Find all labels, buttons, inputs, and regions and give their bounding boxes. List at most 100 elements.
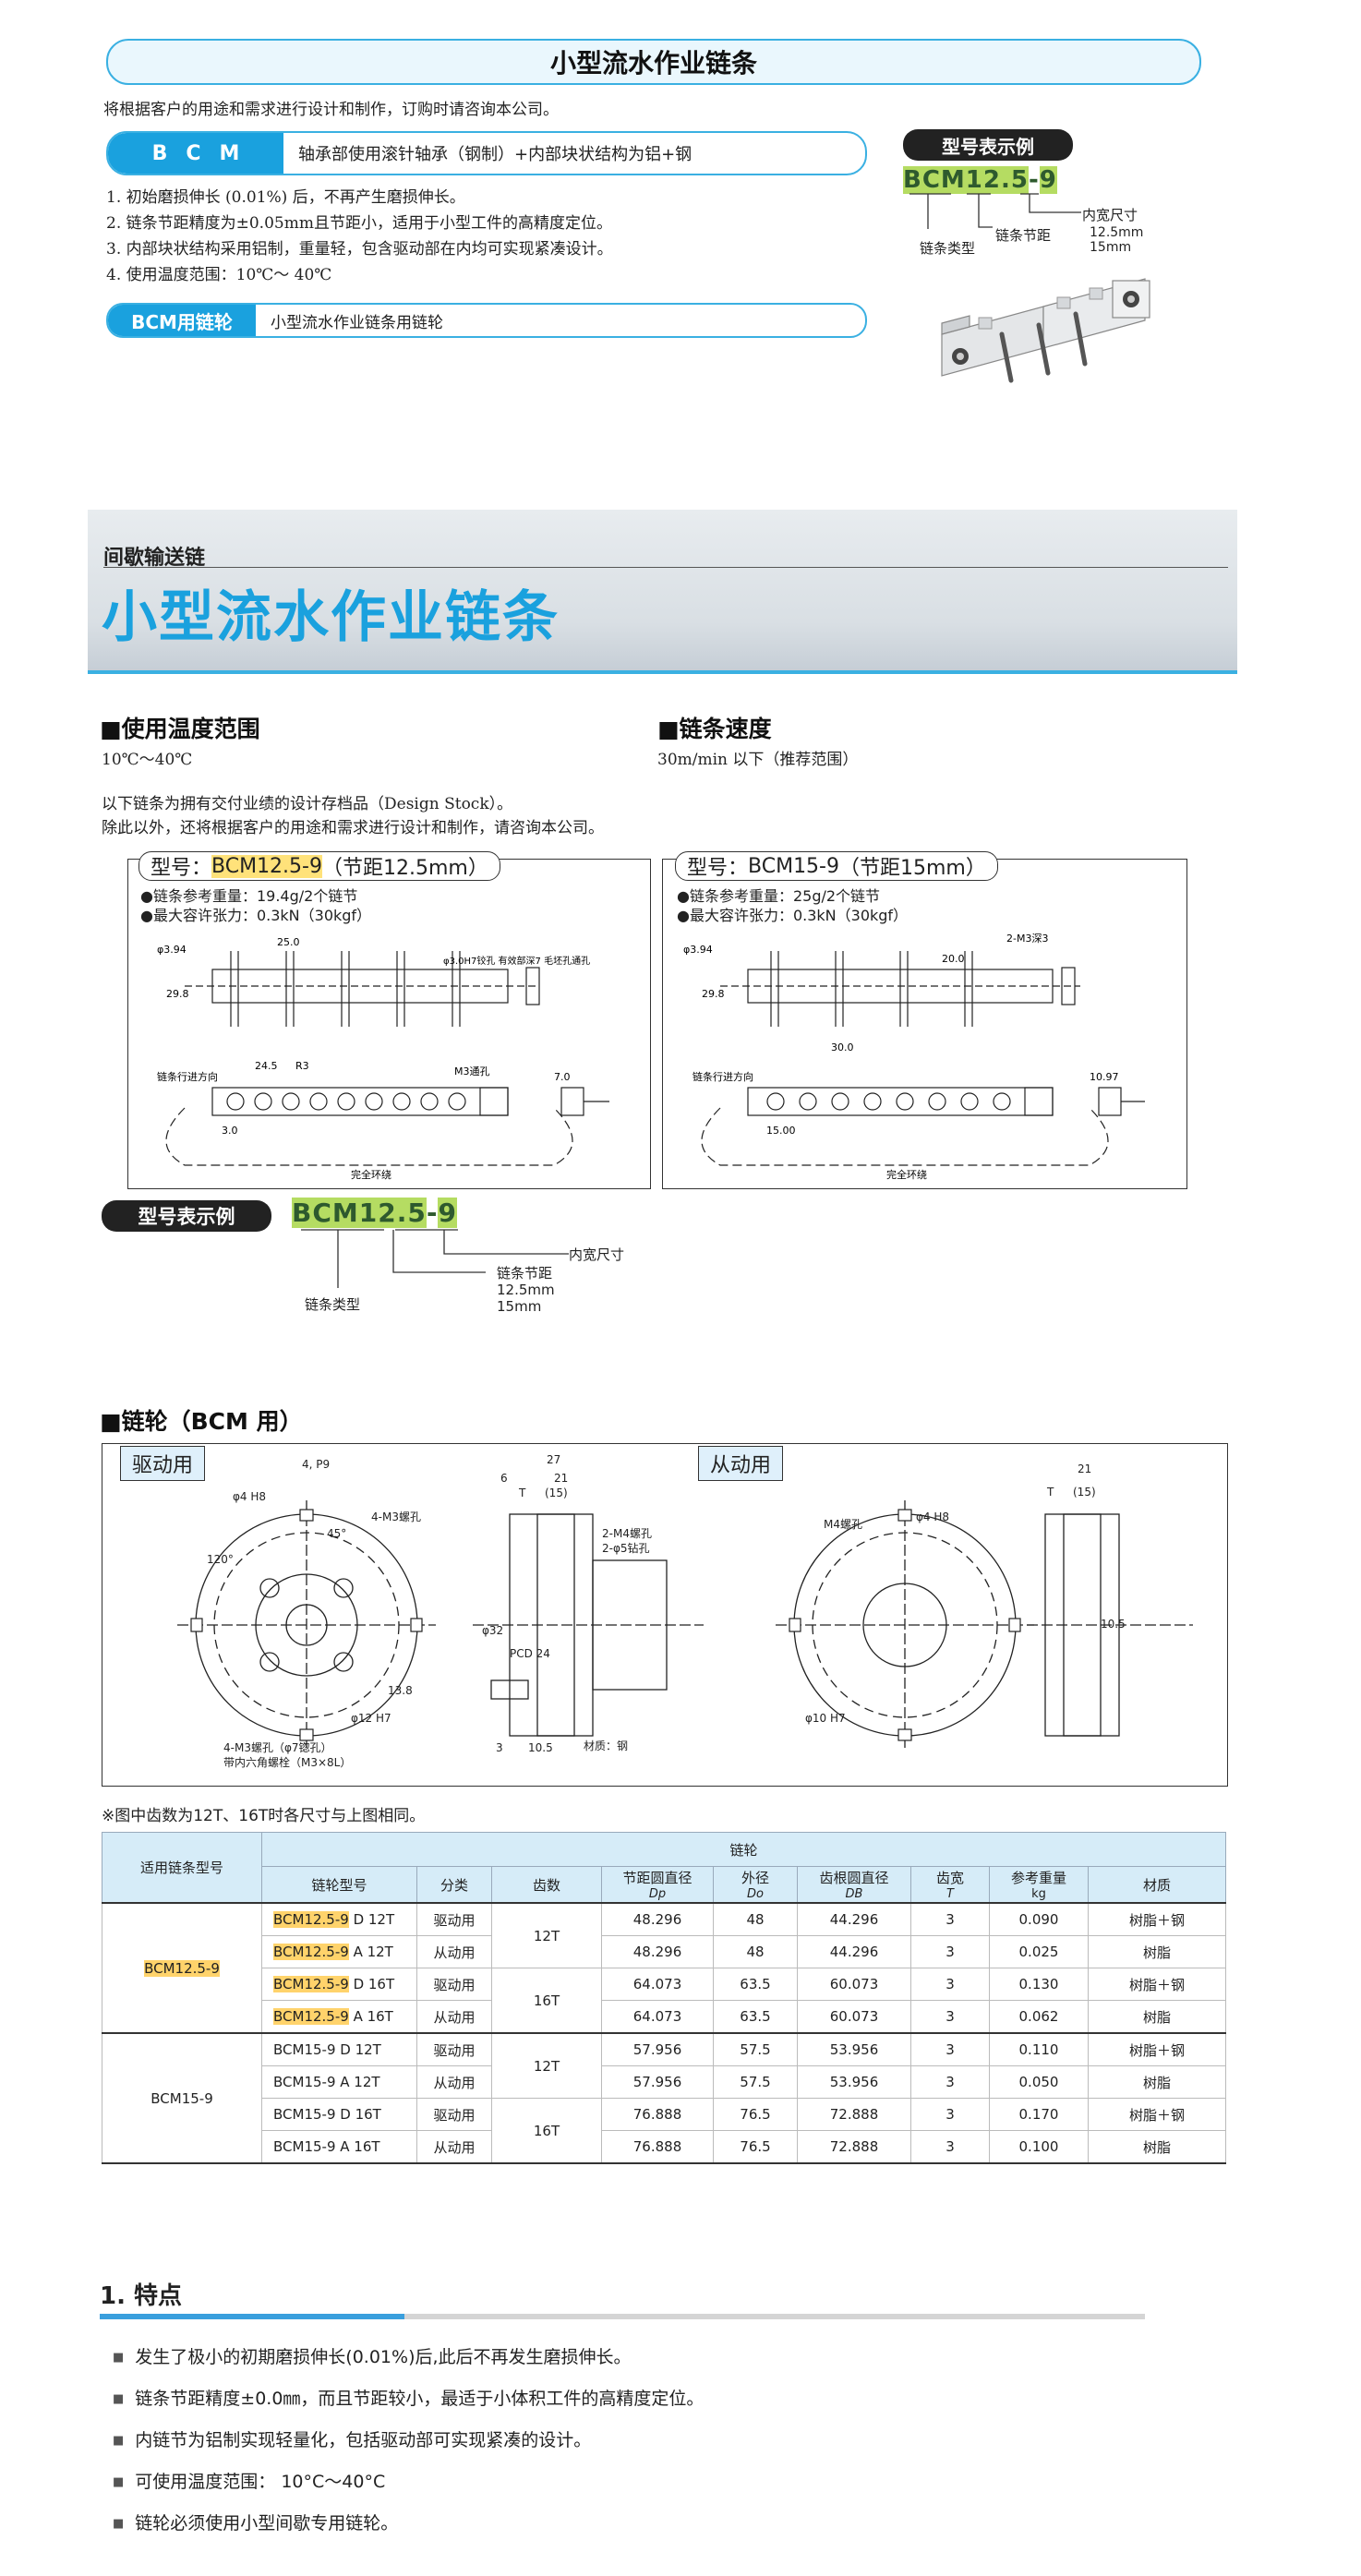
- feature-item: 4. 使用温度范围：10℃～ 40℃: [106, 266, 332, 284]
- svg-text:29.8: 29.8: [166, 988, 189, 1000]
- chain-model-cell: BCM15-9: [102, 2032, 262, 2164]
- pitch-label-top: 链条节距: [995, 227, 1052, 244]
- intro-text: 将根据客户的用途和需求进行设计和制作，订购时请咨询本公司。: [103, 101, 559, 119]
- model-leader-lines-top: [909, 193, 1081, 229]
- spec-lines-bcm15: ●链条参考重量：25g/2个链节●最大容许张力：0.3kN（30kgf）: [677, 887, 909, 924]
- svg-text:φ32: φ32: [482, 1624, 503, 1637]
- features-underline-accent: [100, 2314, 404, 2319]
- svg-text:φ10 H7: φ10 H7: [805, 1712, 846, 1725]
- svg-text:21: 21: [1078, 1463, 1091, 1475]
- bcm-type-bar: BCM 轴承部使用滚针轴承（钢制）+内部块状结构为铝+钢: [106, 131, 867, 175]
- svg-text:6: 6: [500, 1472, 508, 1485]
- width-label: 内宽尺寸: [569, 1246, 625, 1263]
- sprocket-drawing-frame: [102, 1443, 1228, 1787]
- svg-text:带内六角螺栓（M3×8L）: 带内六角螺栓（M3×8L）: [223, 1755, 351, 1769]
- pitch-label: 链条节距 12.5mm 15mm: [497, 1265, 555, 1315]
- svg-text:φ12 H7: φ12 H7: [351, 1712, 391, 1725]
- svg-text:25.0: 25.0: [277, 936, 300, 948]
- svg-text:21: 21: [554, 1472, 568, 1485]
- list-item: 发生了极小的初期磨损伸长(0.01%)后,此后不再发生磨损伸长。: [113, 2338, 704, 2379]
- list-item: 内链节为铝制实现轻量化，包括驱动部可实现紧凑的设计。: [113, 2421, 704, 2462]
- svg-text:4-M3螺孔: 4-M3螺孔: [371, 1511, 421, 1523]
- svg-text:φ3.94: φ3.94: [683, 944, 713, 956]
- svg-text:φ4 H8: φ4 H8: [916, 1511, 949, 1523]
- feature-list: 1. 初始磨损伸长 (0.01%) 后，不再产生磨损伸长。 2. 链条节距精度为…: [106, 185, 613, 288]
- model-leader-lines: [301, 1229, 569, 1288]
- speed-heading: ■链条速度: [657, 716, 772, 742]
- spec-title-bcm12: 型号：BCM12.5-9（节距12.5mm）: [139, 851, 500, 881]
- banner-divider: [103, 567, 1228, 568]
- list-item: 链轮必须使用小型间歇专用链轮。: [113, 2504, 704, 2546]
- chain-model-cell: BCM12.5-9: [102, 1902, 262, 2034]
- svg-text:M3通孔: M3通孔: [454, 1065, 490, 1077]
- chain-product-image: [941, 278, 1150, 383]
- driven-label: 从动用: [698, 1446, 784, 1481]
- svg-text:链条行进方向: 链条行进方向: [693, 1070, 753, 1083]
- svg-text:完全环绕: 完全环绕: [886, 1168, 927, 1181]
- sprocket-heading: ■链轮（BCM 用）: [100, 1408, 303, 1435]
- spec-title-bcm15: 型号：BCM15-9（节距15mm）: [675, 851, 998, 881]
- model-code-top: BCM12.5-9: [903, 166, 1057, 194]
- th-group: 链轮: [261, 1832, 1226, 1867]
- features-underline: [100, 2314, 1145, 2319]
- banner: [88, 510, 1237, 674]
- th-col: 材质: [1088, 1866, 1226, 1904]
- svg-text:(15): (15): [545, 1487, 568, 1499]
- th-col: 分类: [416, 1866, 492, 1904]
- svg-text:10.5: 10.5: [528, 1741, 553, 1754]
- bcm-desc: 轴承部使用滚针轴承（钢制）+内部块状结构为铝+钢: [298, 145, 693, 164]
- svg-text:(15): (15): [1073, 1486, 1096, 1499]
- page-title: 小型流水作业链条: [106, 39, 1201, 85]
- feature-item: 3. 内部块状结构采用铝制，重量轻，包含驱动部在内均可实现紧凑设计。: [106, 240, 613, 259]
- chain-type-top: 链条类型: [920, 240, 976, 257]
- svg-text:15.00: 15.00: [766, 1125, 796, 1137]
- table-row: BCM12.5-9 BCM12.5-9 D 12T 驱动用 12T 48.296…: [102, 1902, 1226, 2034]
- svg-text:120°: 120°: [207, 1553, 234, 1566]
- svg-text:30.0: 30.0: [831, 1041, 854, 1053]
- list-item: 可使用温度范围： 10°C～40°C: [113, 2462, 704, 2504]
- svg-text:M4螺孔: M4螺孔: [824, 1518, 862, 1531]
- svg-text:2-M4螺孔: 2-M4螺孔: [602, 1527, 652, 1540]
- svg-text:3.0: 3.0: [222, 1125, 238, 1137]
- speed-value: 30m/min 以下（推荐范围）: [657, 751, 859, 769]
- feature-item: 1. 初始磨损伸长 (0.01%) 后，不再产生磨损伸长。: [106, 188, 465, 207]
- sprocket-note: ※图中齿数为12T、16T时各尺寸与上图相同。: [102, 1807, 426, 1825]
- model-code: BCM12.5-9: [292, 1198, 457, 1228]
- svg-text:材质：钢: 材质：钢: [584, 1739, 628, 1752]
- svg-text:10.97: 10.97: [1090, 1071, 1119, 1083]
- th-col: 链轮型号: [261, 1866, 417, 1904]
- chain-drawing-bcm12: 链条行进方向 完全环绕 φ3.0H7铰孔 有效部深7 毛坯孔通孔 M3通孔 φ3…: [157, 936, 609, 1181]
- temp-value: 10℃～40℃: [102, 751, 193, 769]
- feature-item: 2. 链条节距精度为±0.05mm且节距小，适用于小型工件的高精度定位。: [106, 214, 612, 233]
- svg-text:φ4 H8: φ4 H8: [233, 1490, 266, 1503]
- spec-lines-bcm12: ●链条参考重量：19.4g/2个链节●最大容许张力：0.3kN（30kgf）: [140, 887, 372, 924]
- svg-text:2-φ5钻孔: 2-φ5钻孔: [602, 1541, 650, 1555]
- design-note: 以下链条为拥有交付业绩的设计存档品（Design Stock）。除此以外，还将根…: [102, 795, 604, 837]
- th-col: 齿数: [491, 1866, 602, 1904]
- svg-text:29.8: 29.8: [702, 988, 725, 1000]
- svg-text:T: T: [1046, 1486, 1054, 1499]
- sprocket-desc: 小型流水作业链条用链轮: [271, 313, 443, 332]
- svg-text:24.5: 24.5: [255, 1060, 278, 1072]
- svg-text:R3: R3: [295, 1060, 309, 1072]
- chain-drawing-bcm15: 链条行进方向 完全环绕 2-M3深3 φ3.94 20.0 29.8 30.0 …: [683, 933, 1145, 1181]
- svg-text:3: 3: [496, 1741, 503, 1754]
- bcm-tag: BCM: [108, 133, 283, 174]
- th-chain-model: 适用链条型号: [102, 1832, 262, 1904]
- width-label-top: 内宽尺寸: [1082, 207, 1138, 223]
- svg-text:20.0: 20.0: [942, 953, 965, 965]
- svg-text:13.8: 13.8: [388, 1684, 413, 1697]
- svg-text:φ3.94: φ3.94: [157, 944, 187, 956]
- list-item: 链条节距精度±0.0㎜，而且节距较小，最适于小体积工件的高精度定位。: [113, 2379, 704, 2421]
